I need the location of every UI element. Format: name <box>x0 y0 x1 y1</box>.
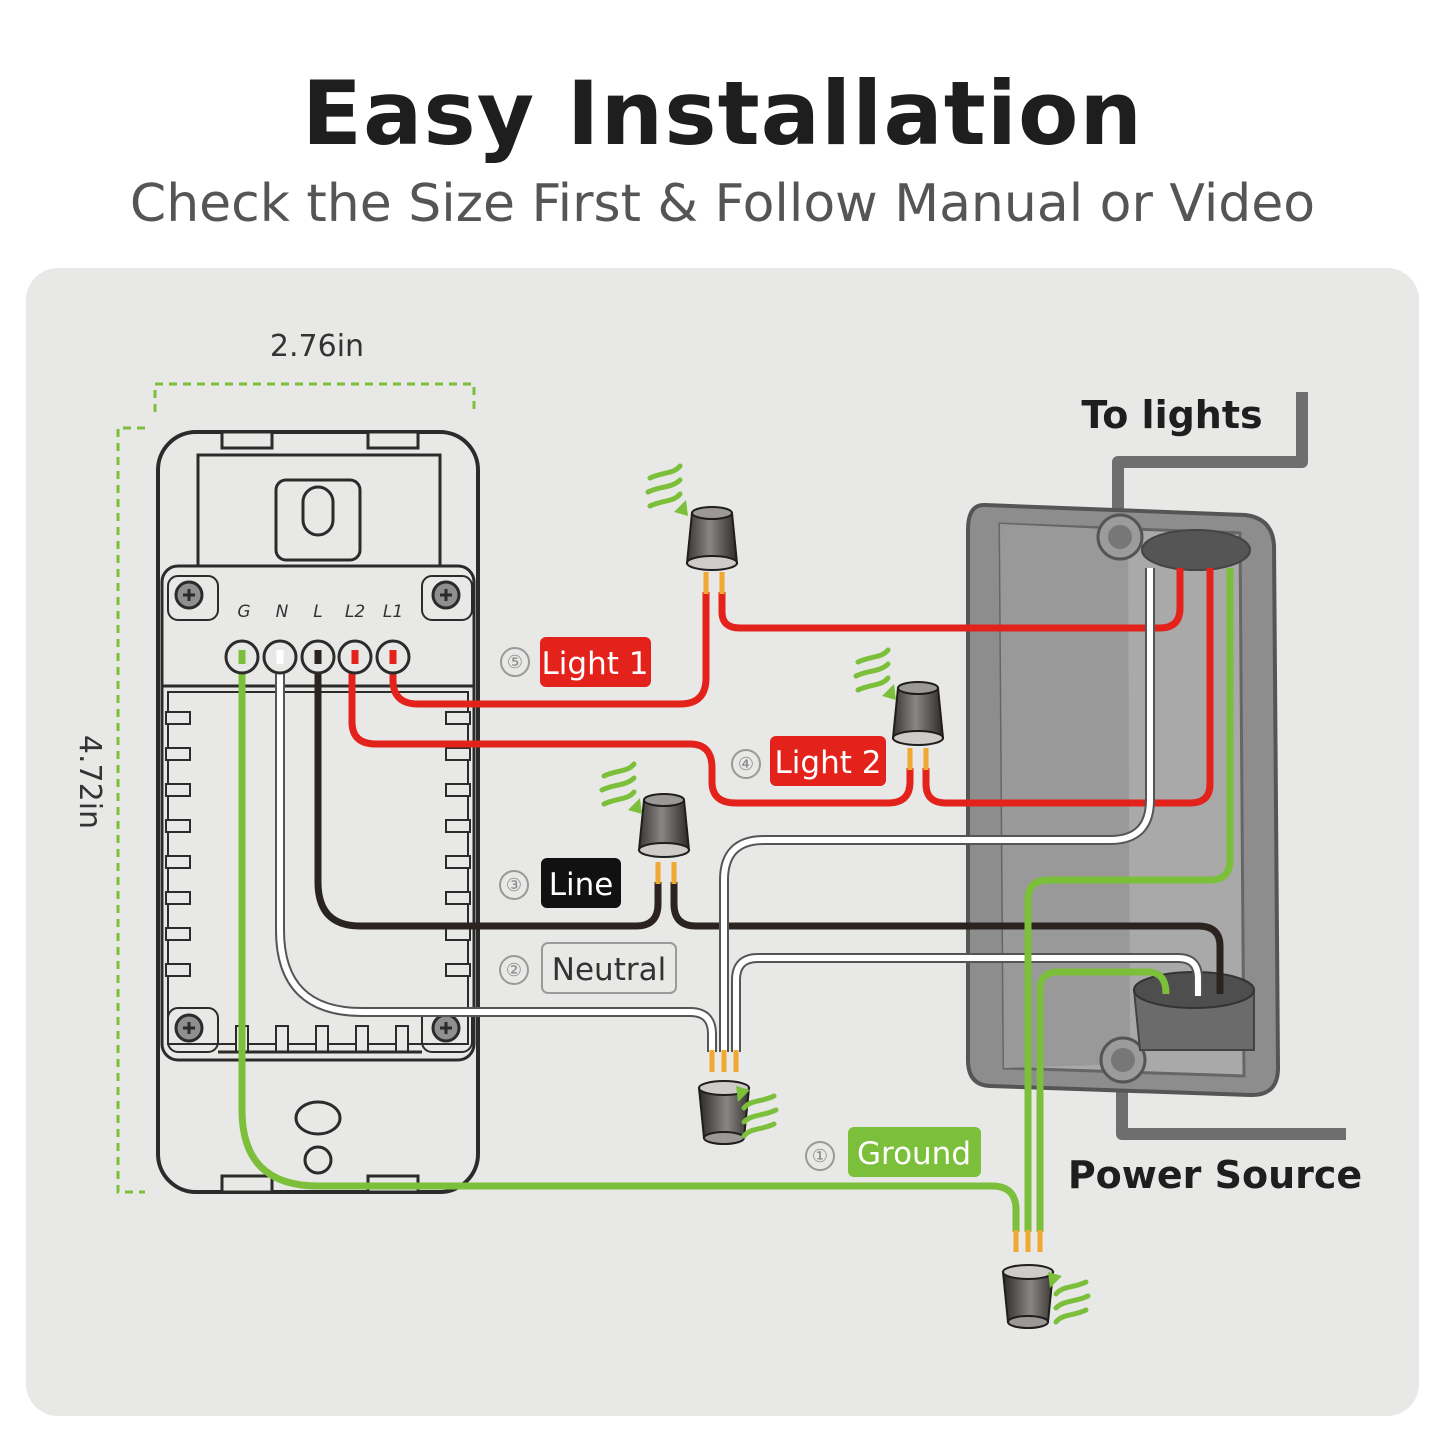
screw-icon <box>431 1013 461 1043</box>
wire-light-1 <box>389 568 1184 708</box>
step-label: Neutral <box>552 952 666 988</box>
step-line: ③ Line <box>499 858 621 908</box>
terminal-label-n: N <box>276 602 289 622</box>
step-ground: ① Ground <box>805 1127 981 1177</box>
wire-ground <box>238 568 1234 1232</box>
twist-arrow-icon <box>1048 1272 1088 1322</box>
to-lights-label: To lights <box>1081 393 1262 437</box>
wire-nut-ground <box>1002 1230 1088 1329</box>
step-number: ① <box>812 1146 828 1167</box>
step-label: Light 2 <box>775 745 882 781</box>
wire-line <box>314 657 1224 994</box>
step-label: Ground <box>857 1136 971 1172</box>
wire-nut-line <box>602 764 690 884</box>
step-light-2: ④ Light 2 <box>731 736 886 786</box>
height-label: 4.72in <box>72 735 107 829</box>
terminal-label-l1: L1 <box>383 602 403 622</box>
step-number: ② <box>506 960 522 981</box>
step-label: Light 1 <box>542 646 649 682</box>
terminal-label-l2: L2 <box>345 602 365 622</box>
wire-nut-light-1 <box>648 466 738 594</box>
to-lights-conduit <box>1112 392 1308 532</box>
step-light-1: ⑤ Light 1 <box>500 637 651 687</box>
page-title: Easy Installation <box>301 62 1144 165</box>
terminal-labels: G N L L2 L1 <box>237 602 403 622</box>
wire-nut-neutral <box>698 1050 776 1145</box>
terminal-label-l: L <box>313 602 322 622</box>
power-source-label: Power Source <box>1068 1153 1362 1197</box>
wire-nut-light-2 <box>856 650 944 770</box>
step-number: ④ <box>738 754 754 775</box>
screw-icon <box>431 580 461 610</box>
wire-light-2 <box>348 568 1214 807</box>
screw-icon <box>174 580 204 610</box>
terminal-label-g: G <box>237 602 250 622</box>
terminal-block <box>224 639 411 675</box>
height-dimension: 4.72in <box>72 426 145 1194</box>
wire-neutral <box>275 568 1203 1052</box>
screw-icon <box>174 1013 204 1043</box>
twist-arrow-icon <box>856 650 896 700</box>
twist-arrow-icon <box>602 764 642 814</box>
step-number: ⑤ <box>507 652 523 673</box>
twist-arrow-icon <box>648 466 688 516</box>
step-number: ③ <box>506 875 522 896</box>
page-subtitle: Check the Size First & Follow Manual or … <box>129 174 1316 234</box>
step-label: Line <box>549 867 614 903</box>
step-neutral: ② Neutral <box>499 942 677 994</box>
width-dimension: 2.76in <box>153 329 476 412</box>
width-label: 2.76in <box>270 329 364 364</box>
